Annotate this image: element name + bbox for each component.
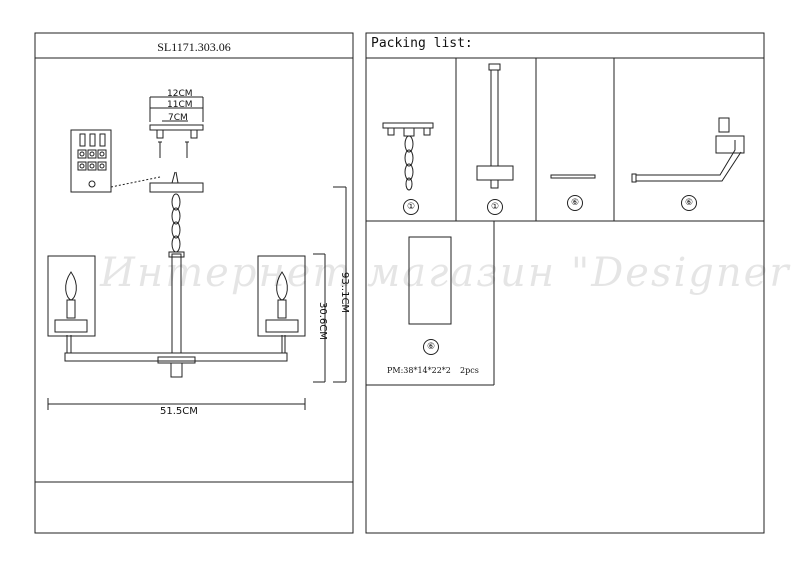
right-panel-frame [365, 32, 765, 534]
dim-body-height: 30.6CM [317, 302, 328, 340]
packing-measure: PM:38*14*22*2 [387, 366, 451, 375]
model-number: SL1171.303.06 [157, 40, 231, 54]
dim-total-height: 93..1CM [339, 272, 350, 314]
dim-7cm: 7CM [168, 113, 188, 123]
packing-list-title: Packing list: [371, 36, 473, 51]
part-2-qty: ① [487, 199, 503, 215]
dim-12cm: 12CM [167, 89, 193, 99]
part-4-qty: ⑥ [681, 195, 697, 211]
dim-11cm: 11CM [167, 100, 193, 110]
dim-width: 51.5CM [160, 406, 198, 417]
part-1-qty: ① [403, 199, 419, 215]
part-3-qty: ⑥ [567, 195, 583, 211]
part-5-qty: ⑥ [423, 339, 439, 355]
left-panel-frame [34, 32, 354, 534]
packing-count: 2pcs [460, 366, 479, 375]
